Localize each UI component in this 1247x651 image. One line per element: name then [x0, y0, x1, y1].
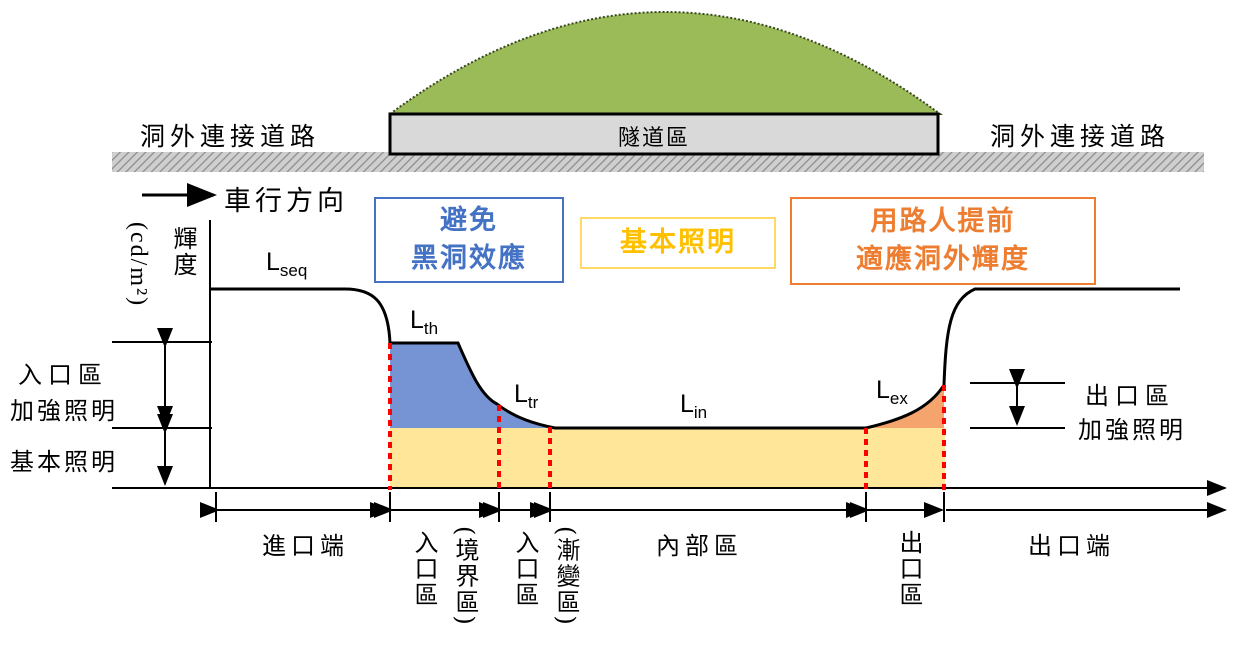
section-exit: 出口區 — [895, 530, 923, 608]
ground-hatch — [112, 152, 1204, 172]
y-axis-unit: (cd/m²) — [125, 222, 151, 308]
section-interior: 內部區 — [656, 532, 743, 560]
zone-exit-line2: 適應洞外輝度 — [856, 244, 1030, 275]
zone-blackhole-line2: 黑洞效應 — [411, 243, 527, 274]
direction-label: 車行方向 — [224, 186, 348, 217]
section-ticks — [215, 492, 945, 522]
tunnel-block — [388, 112, 940, 156]
road-left-label: 洞外連接道路 — [140, 122, 321, 151]
zone-exit: 用路人提前適應洞外輝度 — [790, 197, 1096, 285]
section-approach: 進口端 — [262, 532, 349, 560]
section-transition-a: 入口區 — [511, 530, 539, 608]
label-lseq: Lseq — [266, 248, 308, 280]
section-threshold-a: 入口區 — [410, 530, 438, 608]
section-threshold-b: (境界區) — [451, 526, 479, 627]
zone-blackhole-line1: 避免 — [440, 205, 498, 236]
y-axis-label: 輝度 — [169, 226, 197, 278]
label-lth: Lth — [410, 306, 439, 338]
exit-boost-label-1: 出口區 — [1085, 382, 1175, 410]
exit-boost-label-2: 加強照明 — [1078, 416, 1186, 444]
label-ltr: Ltr — [514, 380, 539, 412]
entrance-boost-label-1: 入口區 — [18, 361, 108, 389]
section-exit-end: 出口端 — [1028, 532, 1115, 560]
hill — [386, 11, 944, 115]
blackhole-area — [390, 343, 555, 428]
tunnel-zone-label: 隧道區 — [618, 126, 691, 151]
basic-lighting-label: 基本照明 — [10, 448, 118, 476]
basic-area — [390, 428, 945, 488]
zone-basic: 基本照明 — [580, 217, 776, 269]
road-right-label: 洞外連接道路 — [990, 122, 1171, 151]
label-lex: Lex — [876, 376, 908, 408]
entrance-boost-label-2: 加強照明 — [10, 397, 118, 425]
zone-blackhole: 避免黑洞效應 — [374, 197, 564, 283]
label-lin: Lin — [680, 390, 708, 422]
luminance-curve — [210, 287, 1180, 430]
section-transition-b: (漸變區) — [552, 526, 580, 627]
exit-area — [866, 385, 944, 428]
zone-exit-line1: 用路人提前 — [870, 206, 1016, 237]
